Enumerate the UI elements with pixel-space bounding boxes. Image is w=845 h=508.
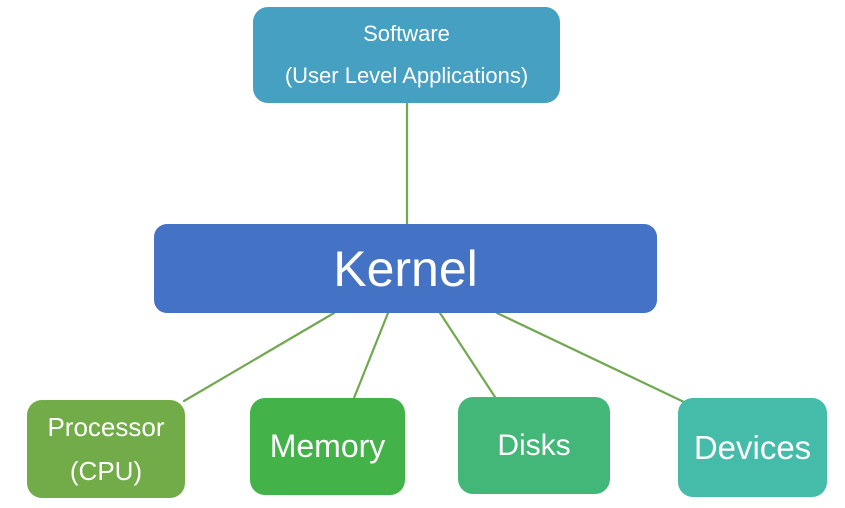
- node-software-label-line1: Software: [363, 21, 450, 46]
- node-software-label-line2: (User Level Applications): [284, 63, 529, 88]
- node-devices-label: Devices: [693, 428, 812, 466]
- node-disks-label: Disks: [497, 428, 571, 462]
- node-memory-label: Memory: [269, 428, 386, 464]
- edge-kernel-memory: [352, 311, 390, 400]
- node-memory: Memory: [250, 398, 405, 495]
- node-software: Software (User Level Applications): [253, 7, 560, 103]
- node-disks: Disks: [458, 397, 610, 494]
- node-processor-label-line1: Processor: [47, 412, 165, 442]
- edge-kernel-processor: [182, 311, 336, 403]
- node-kernel-label: Kernel: [333, 240, 478, 297]
- edge-kernel-disks: [438, 311, 497, 399]
- node-processor: Processor (CPU): [27, 400, 185, 498]
- edge-kernel-devices: [495, 311, 686, 404]
- node-kernel: Kernel: [154, 224, 657, 313]
- node-devices: Devices: [678, 398, 827, 497]
- node-processor-label-line2: (CPU): [69, 456, 143, 486]
